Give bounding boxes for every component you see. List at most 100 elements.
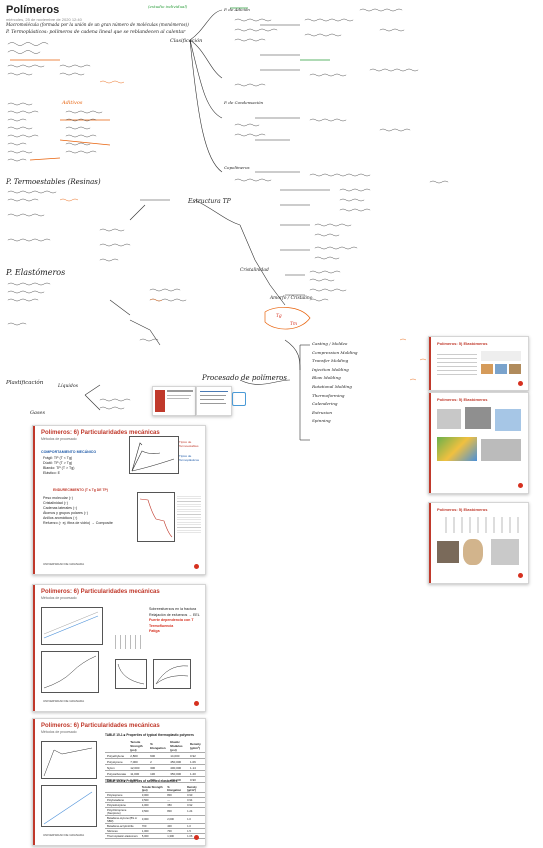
slide-marker-icon xyxy=(194,701,199,706)
slide-title: Polímeros: 6) Particularidades mecánicas xyxy=(41,723,160,729)
thumb-slide-1 xyxy=(152,386,196,416)
bullet-item: Elástico: E xyxy=(43,471,60,475)
fatigue-plot xyxy=(41,607,103,645)
creep-plot xyxy=(41,651,99,693)
bullet-item: Fatiga xyxy=(149,629,160,633)
proceso-item: Transfer Molding xyxy=(312,358,349,364)
page-header: Polímeros miércoles, 25 de noviembre de … xyxy=(6,4,82,22)
tag-termoplasticos: Típico de Termoplásticos xyxy=(179,454,200,462)
relaxation-plot-1 xyxy=(115,659,147,689)
elongation-plot xyxy=(41,785,97,827)
note-intro: Macromolécula (formada por la unión de u… xyxy=(6,22,189,27)
table2-caption: TABLE 15-6 ■ Properties of selected elas… xyxy=(105,779,178,783)
note-tipo-copolimeros: Copolímeros xyxy=(224,165,250,170)
slide-title: Polímeros: 5) Elastómeros xyxy=(437,341,488,346)
bullet-item: Anillos aromáticos (↑) xyxy=(43,516,78,520)
note-clasificacion: Clasificación xyxy=(170,38,203,44)
note-termoestables: P. Termoestables (Resinas) xyxy=(6,178,101,186)
thumb-slide-2 xyxy=(196,386,232,416)
proceso-item: Rotational Molding xyxy=(312,383,352,389)
university-logo: UNIVERSIDAD DE GRANADA xyxy=(43,562,85,566)
slide-title: Polímeros: 5) Elastómeros xyxy=(437,507,488,512)
bullet-item: Peso molecular (↑) xyxy=(43,496,73,500)
table-thermoplastics: Tensile Strength (psi) % Elongation Elas… xyxy=(105,739,205,783)
slide-elastomeros-2: Polímeros: 5) Elastómeros xyxy=(428,392,529,494)
bullet-item: Cadenas laterales (↑) xyxy=(43,506,78,510)
note-tipo-adicion: P. de Adición xyxy=(224,7,250,12)
slide-mecanicas-1: Polímeros: 6) Particularidades mecánicas… xyxy=(32,425,206,575)
proceso-item: Calendering xyxy=(312,401,338,407)
university-logo: UNIVERSIDAD DE GRANADA xyxy=(43,699,85,703)
stress-strain-plot xyxy=(129,436,179,474)
section-endurecimiento: ENDURECIMIENTO (T ≤ Tg DE TP) xyxy=(53,488,108,492)
bullet-item: Dúctil: TP (T > Tg) xyxy=(43,461,73,465)
strength-plot xyxy=(41,741,97,779)
bullet-item: Fuerte dependencia con T xyxy=(149,618,194,622)
slide-subtitle: Métodos de procesado xyxy=(41,596,77,600)
slide-title: Polímeros: 6) Particularidades mecánicas xyxy=(41,589,160,595)
slide-title: Polímeros: 5) Elastómeros xyxy=(437,397,488,402)
proceso-item: Extrusion xyxy=(312,409,333,415)
bullet-item: Refuerzo (↑ ej. fibra de vidrio) → Compo… xyxy=(43,521,113,525)
bullets-comportamiento: Frágil: TP (T < Tg) Dúctil: TP (T > Tg) … xyxy=(43,456,74,476)
slide-mecanicas-3: Polímeros: 6) Particularidades mecánicas… xyxy=(32,718,206,846)
proceso-item: Injection Molding xyxy=(312,366,349,372)
modulus-temperature-plot xyxy=(137,492,175,542)
university-logo: UNIVERSIDAD DE GRANADA xyxy=(43,833,85,837)
note-plastificacion: Plastificación xyxy=(6,380,44,386)
table-elastomers: Tensile Strength (psi) % Elongation Dens… xyxy=(105,785,205,839)
note-tm: Tm xyxy=(290,322,298,327)
tag-termoestables: Típico de Termoestables xyxy=(179,440,199,448)
page-timestamp: miércoles, 25 de noviembre de 2020 12:40 xyxy=(6,17,82,22)
note-gases: Gases xyxy=(30,410,46,416)
note-heading-green: (estudio individual) xyxy=(148,4,188,9)
slide-title: Polímeros: 6) Particularidades mecánicas xyxy=(41,430,160,436)
note-termoplasticos: P. Termoplásticos: polímeros de cadena l… xyxy=(6,30,186,35)
note-procesado: Procesado de polímeros xyxy=(202,374,287,382)
relaxation-plot-2 xyxy=(153,659,191,689)
proceso-item: Compression Molding xyxy=(312,349,358,355)
table-header-row: Tensile Strength (psi) % Elongation Elas… xyxy=(105,739,205,753)
procesos-list: Casting / Moldeo Compression Molding Tra… xyxy=(312,340,358,426)
slide-marker-icon xyxy=(194,564,199,569)
proceso-item: Casting / Moldeo xyxy=(312,341,348,346)
slide-elastomeros-3: Polímeros: 5) Elastómeros xyxy=(428,502,529,584)
page-title: Polímeros xyxy=(6,4,60,16)
bullet-item: Relajación de esfuerzos → EEL xyxy=(149,612,200,617)
thumb-icon xyxy=(232,392,246,406)
bullets-endurecimiento: Peso molecular (↑) Cristalinidad (↑) Cad… xyxy=(43,496,113,526)
note-estructura: Estructura TP xyxy=(188,198,231,205)
proceso-item: Spinning xyxy=(312,418,331,424)
note-tg: Tg xyxy=(276,314,282,319)
slide-subtitle: Métodos de procesado xyxy=(41,730,77,734)
bullet-item: Blando: TP (T > Tg) xyxy=(43,466,75,470)
note-tipo-condensacion: P. de Condensación xyxy=(224,100,264,105)
slide-marker-icon xyxy=(518,573,523,578)
note-aditivos: Aditivos xyxy=(62,100,83,106)
bullets-mecanicas-2: Sobreesfuerzos en la fractura Relajación… xyxy=(149,607,200,635)
slide-marker-icon xyxy=(518,381,523,386)
note-elastomeros: P. Elastómeros xyxy=(6,268,66,277)
bullet-item: Cristalinidad (↑) xyxy=(43,501,68,505)
note-liquidos: Líquidos xyxy=(58,384,78,389)
section-comportamiento: COMPORTAMIENTO MECÁNICO xyxy=(41,450,97,454)
bullet-item: Sobreesfuerzos en la fractura xyxy=(149,607,197,611)
note-amorfo: Amorfo / Cristalino xyxy=(270,296,313,301)
bullet-item: Átomos y grupos polares (↑) xyxy=(43,511,88,515)
proceso-item: Thermoforming xyxy=(312,392,345,398)
slide-elastomeros-1: Polímeros: 5) Elastómeros xyxy=(428,336,529,391)
bullet-item: Frágil: TP (T < Tg) xyxy=(43,456,73,460)
slide-marker-icon xyxy=(518,483,523,488)
table1-caption: TABLE 15-1 ■ Properties of typical therm… xyxy=(105,733,194,737)
